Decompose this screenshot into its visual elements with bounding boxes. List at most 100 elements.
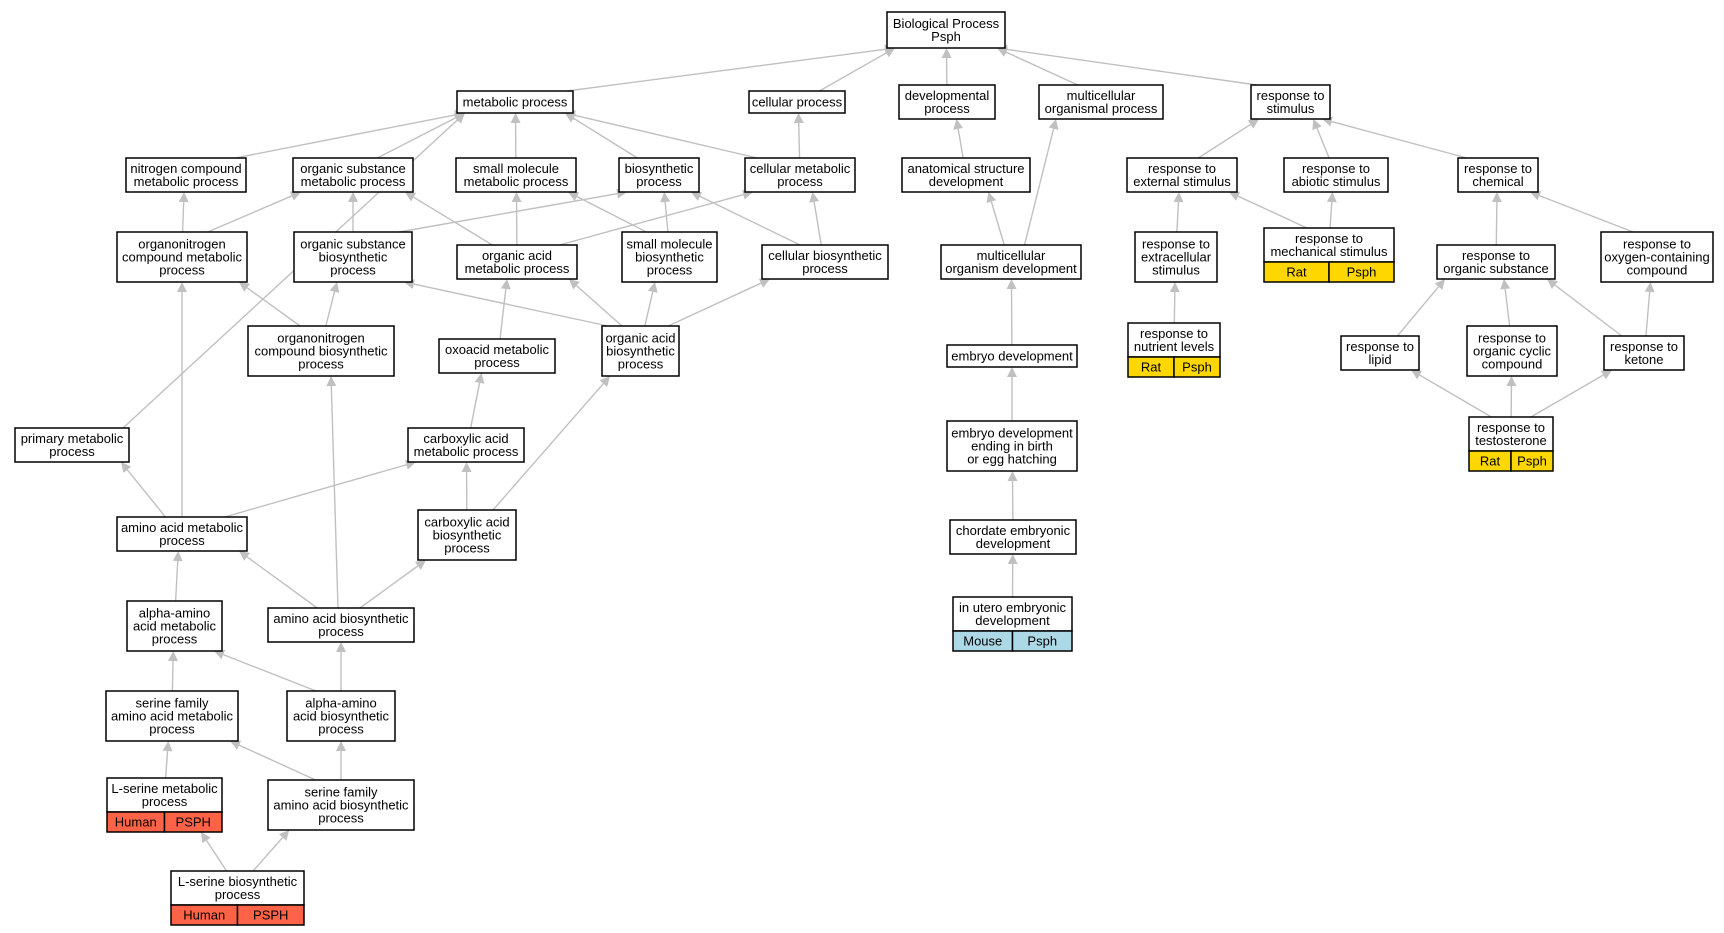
term-box	[293, 231, 413, 283]
edge-layer	[121, 44, 1655, 872]
term-box	[116, 231, 248, 283]
term-label-line: response to	[1140, 326, 1208, 341]
term-box	[901, 157, 1031, 193]
term-label-line: development	[976, 536, 1051, 551]
edge-cell_met-to-metabolic	[574, 114, 758, 159]
arrowhead-primary_met-to-metabolic	[454, 113, 465, 124]
arrowhead-resp_org_subst-to-resp_chem	[1491, 192, 1502, 203]
arrowhead-org_acid_bio-to-cell_bio	[758, 278, 770, 288]
term-label-line: cellular biosynthetic	[768, 248, 882, 263]
term-label-line: cellular process	[752, 95, 843, 110]
term-label-line: response to	[1295, 231, 1363, 246]
go-term-cellular[interactable]: cellular process	[748, 90, 846, 114]
term-label-line: stimulus	[1152, 263, 1200, 278]
edge-resp_lipid-to-resp_org_subst	[1396, 286, 1440, 337]
edge-resp_testo-to-resp_lipid	[1419, 374, 1492, 418]
term-box	[1134, 231, 1218, 283]
term-label-line: nitrogen compound	[130, 161, 241, 176]
arrowhead-multicell_dev-to-multicellular_org	[1048, 119, 1059, 130]
edge-cell_bio-to-biosynthetic	[699, 195, 801, 246]
edge-amino_bio-to-amino_met	[246, 556, 318, 609]
term-label-line: process	[924, 101, 970, 116]
arrowhead-small_mol_met-to-metabolic	[510, 113, 521, 124]
arrowhead-resp_nutrient-to-resp_extracell	[1169, 282, 1180, 293]
term-box	[105, 690, 239, 742]
go-term-metabolic[interactable]: metabolic process	[456, 90, 574, 114]
term-box	[1340, 335, 1420, 371]
term-box	[438, 338, 556, 374]
gene-label: PSPH	[253, 908, 288, 923]
arrowhead-developmental-to-bp	[941, 48, 952, 59]
term-label-line: anatomical structure	[907, 161, 1024, 176]
gene-label: Psph	[1517, 454, 1547, 469]
term-label-line: multicellular	[1067, 88, 1136, 103]
term-label-line: response to	[1464, 161, 1532, 176]
term-label-line: process	[159, 263, 205, 278]
term-label-line: L-serine metabolic	[111, 781, 218, 796]
edge-resp_ketone-to-resp_org_subst	[1554, 284, 1623, 337]
arrowhead-org_acid_bio-to-small_mol_bio	[647, 282, 658, 293]
term-box	[1603, 335, 1685, 371]
arrowhead-cell_bio-to-biosynthetic	[691, 191, 703, 201]
edge-orgnitro_bio-to-orgnitro_met	[246, 287, 301, 327]
go-term-embryo_dev[interactable]: embryo development	[946, 344, 1078, 368]
edge-resp_chem-to-resp_stimulus	[1331, 120, 1468, 159]
edge-amino_bio-to-carbox_bio	[359, 565, 419, 609]
term-label-line: organic substance	[300, 237, 406, 252]
term-box	[455, 157, 577, 193]
term-box	[116, 516, 248, 552]
term-label-line: organic cyclic	[1473, 344, 1552, 359]
term-label-line: acid metabolic	[133, 619, 217, 634]
gene-cell	[1173, 356, 1221, 378]
term-box	[267, 779, 415, 831]
term-label-line: metabolic process	[464, 174, 569, 189]
term-label-line: organic acid	[482, 248, 552, 263]
edge-orgnitro_bio-to-org_subst_bio	[325, 291, 336, 327]
